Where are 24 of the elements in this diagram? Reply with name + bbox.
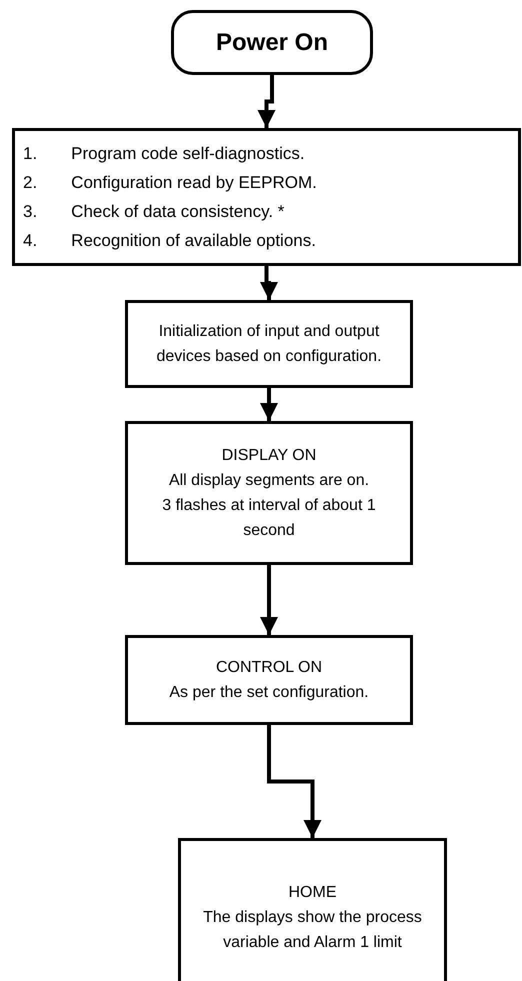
list-item: 2. Configuration read by EEPROM.	[23, 172, 318, 194]
box-text: As per the set configuration.	[169, 683, 369, 703]
process-box	[125, 421, 413, 565]
arrow	[260, 266, 278, 300]
process-box	[12, 128, 521, 266]
process-box	[178, 838, 447, 981]
box-text: All display segments are on.	[168, 471, 370, 491]
box-text: The displays show the process variable and Alarm 1 limit	[202, 908, 423, 953]
box-heading: DISPLAY ON	[222, 446, 316, 466]
box-heading: HOME	[288, 883, 336, 903]
box-text: Initialization of input and output devices based on configuration.	[155, 322, 383, 367]
terminal-box	[171, 10, 373, 75]
box-heading: CONTROL ON	[216, 658, 322, 678]
arrow	[260, 388, 278, 421]
list-item: 4. Recognition of available options.	[23, 230, 317, 252]
arrow	[258, 75, 276, 128]
process-box	[125, 635, 413, 725]
terminal-label: Power On	[216, 28, 328, 58]
list-item: 1. Program code self-diagnostics.	[23, 143, 306, 165]
process-box	[125, 300, 413, 388]
arrow	[267, 725, 322, 838]
box-text: 3 flashes at interval of about 1 second	[161, 496, 377, 541]
arrow	[260, 565, 278, 635]
list-item: 3. Check of data consistency. *	[23, 201, 286, 223]
